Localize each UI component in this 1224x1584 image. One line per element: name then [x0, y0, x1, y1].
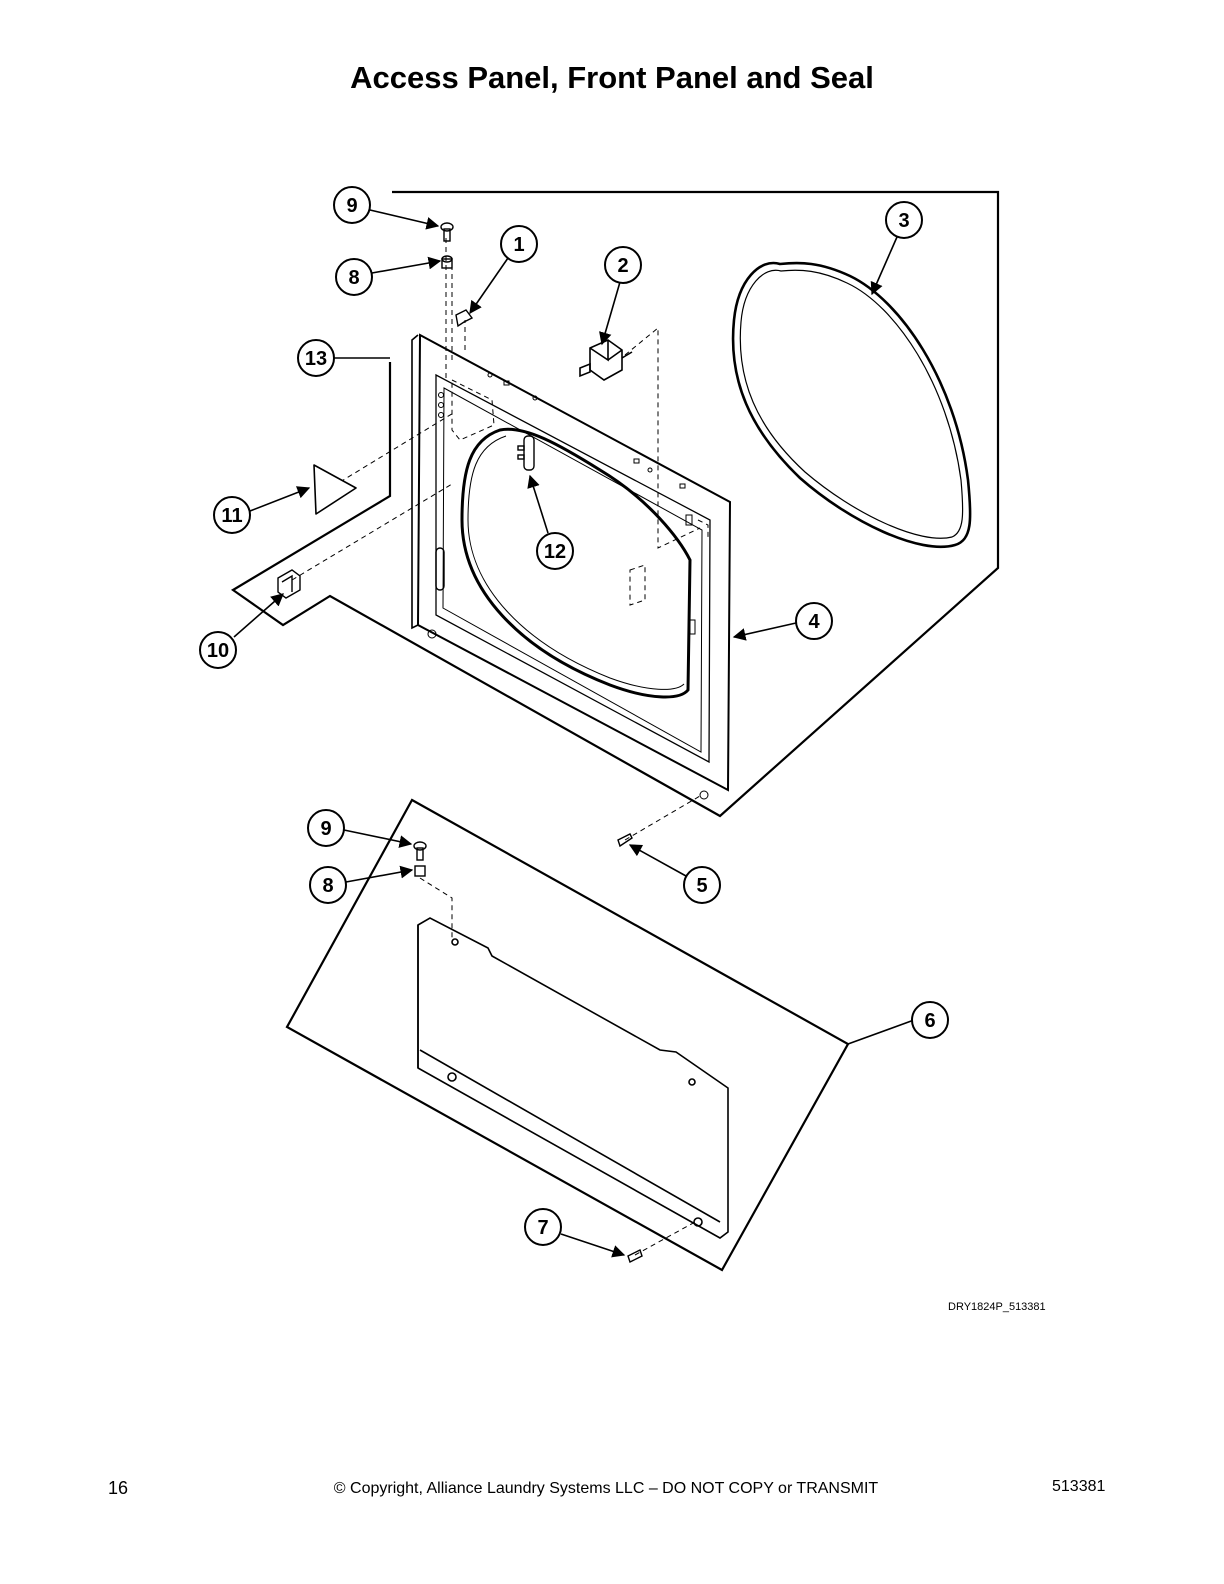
callout-9-upper: 9 — [333, 186, 371, 224]
leader-lines — [233, 209, 915, 1258]
svg-text:12: 12 — [544, 541, 566, 563]
svg-text:8: 8 — [322, 875, 333, 897]
svg-text:6: 6 — [924, 1010, 935, 1032]
callout-6: 6 — [911, 1001, 949, 1039]
door-switch — [579, 339, 633, 381]
callout-11: 11 — [213, 496, 251, 534]
svg-text:5: 5 — [696, 875, 707, 897]
screw-access-panel — [627, 1249, 643, 1263]
inner-bracket — [517, 435, 535, 471]
svg-text:11: 11 — [221, 505, 242, 527]
callout-13: 13 — [297, 339, 335, 377]
lower-assembly-outline — [285, 798, 850, 1272]
screw-front — [617, 833, 633, 848]
drum-seal — [731, 261, 972, 549]
callout-8-upper: 8 — [335, 258, 373, 296]
callout-5: 5 — [683, 866, 721, 904]
callout-12: 12 — [536, 532, 574, 570]
page-number: 16 — [108, 1478, 129, 1498]
svg-text:1: 1 — [513, 234, 524, 256]
svg-text:4: 4 — [808, 611, 820, 633]
svg-text:3: 3 — [898, 210, 909, 232]
svg-text:10: 10 — [207, 640, 229, 662]
hidden-lines — [291, 235, 709, 1256]
svg-text:9: 9 — [346, 195, 357, 217]
svg-text:7: 7 — [537, 1217, 548, 1239]
upper-assembly-outline — [230, 190, 1000, 818]
callout-3: 3 — [885, 201, 923, 239]
hinge-block — [277, 569, 301, 599]
screw-upper — [440, 222, 454, 269]
front-panel — [411, 333, 732, 800]
copyright-notice: © Copyright, Alliance Laundry Systems LL… — [333, 1480, 879, 1497]
page-title: Access Panel, Front Panel and Seal — [350, 60, 874, 95]
svg-text:2: 2 — [617, 255, 628, 277]
indicator-triangle — [313, 464, 357, 515]
callout-7: 7 — [524, 1208, 562, 1246]
svg-text:8: 8 — [348, 267, 359, 289]
callout-9-lower: 9 — [307, 809, 345, 847]
screw-lower — [413, 841, 427, 877]
document-number: 513381 — [1052, 1478, 1106, 1495]
figure-code: DRY1824P_513381 — [948, 1301, 1046, 1313]
callout-2: 2 — [604, 246, 642, 284]
callout-4: 4 — [795, 602, 833, 640]
access-panel — [417, 917, 729, 1239]
callout-8-lower: 8 — [309, 866, 347, 904]
svg-text:13: 13 — [305, 348, 327, 370]
svg-text:9: 9 — [320, 818, 331, 840]
callout-10: 10 — [199, 631, 237, 669]
door-opening — [460, 427, 692, 699]
callout-1: 1 — [500, 225, 538, 263]
handle-slot — [435, 547, 445, 591]
clip-part — [455, 309, 474, 328]
